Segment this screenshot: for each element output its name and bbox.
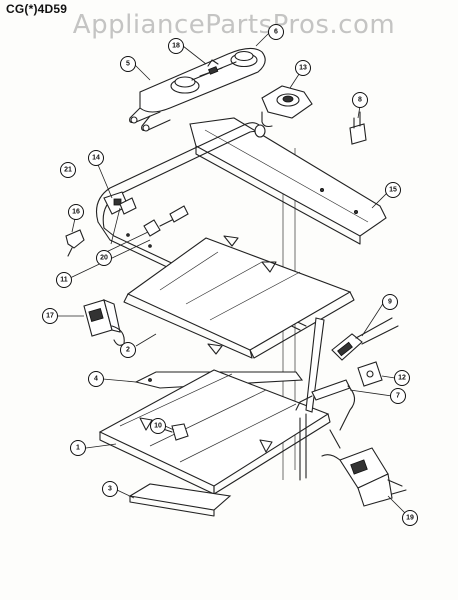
svg-text:18: 18 xyxy=(172,43,180,50)
svg-text:8: 8 xyxy=(358,97,362,104)
mounting-plate xyxy=(357,361,383,387)
screw-part xyxy=(159,423,189,441)
svg-text:15: 15 xyxy=(389,187,397,194)
manifold-valve xyxy=(103,191,137,215)
callout-1: 1 xyxy=(70,440,86,456)
upper-burner-pan xyxy=(123,235,355,359)
callout-21: 21 xyxy=(60,162,76,178)
callout-15: 15 xyxy=(385,182,401,198)
burner-tubes xyxy=(129,107,171,132)
callout-10: 10 xyxy=(150,418,166,434)
callout-14: 14 xyxy=(88,150,104,166)
svg-text:20: 20 xyxy=(100,255,108,262)
callout-19: 19 xyxy=(402,510,418,526)
electrical-box xyxy=(83,299,125,346)
svg-text:14: 14 xyxy=(92,155,100,162)
callout-2: 2 xyxy=(120,342,136,358)
svg-text:21: 21 xyxy=(64,167,72,174)
igniter xyxy=(295,379,356,431)
callout-18: 18 xyxy=(168,38,184,54)
burner-clip xyxy=(207,59,219,67)
callout-3: 3 xyxy=(102,481,118,497)
callout-16: 16 xyxy=(68,204,84,220)
bottom-bracket xyxy=(128,483,232,517)
svg-text:1: 1 xyxy=(76,445,80,452)
callout-13: 13 xyxy=(295,60,311,76)
svg-text:7: 7 xyxy=(396,393,400,400)
svg-text:19: 19 xyxy=(406,515,414,522)
watermark: AppliancePartsPros.com xyxy=(72,10,396,40)
callout-6: 6 xyxy=(268,24,284,40)
svg-text:10: 10 xyxy=(154,423,162,430)
clip-part xyxy=(65,229,85,257)
callout-11: 11 xyxy=(56,272,72,288)
lower-burner-pan xyxy=(98,369,331,495)
svg-text:17: 17 xyxy=(46,313,54,320)
callout-12: 12 xyxy=(394,370,410,386)
svg-text:3: 3 xyxy=(108,486,112,493)
leader-lines xyxy=(58,31,409,517)
svg-text:4: 4 xyxy=(94,376,98,383)
small-fitting xyxy=(143,205,189,237)
callout-17: 17 xyxy=(42,308,58,324)
gas-regulator xyxy=(321,429,407,507)
lower-tube xyxy=(299,413,307,481)
callout-8: 8 xyxy=(352,92,368,108)
burner-head xyxy=(261,85,313,128)
top-burner-assembly xyxy=(139,47,266,113)
svg-text:6: 6 xyxy=(274,29,278,36)
svg-text:13: 13 xyxy=(299,65,307,72)
callout-5: 5 xyxy=(120,56,136,72)
svg-text:9: 9 xyxy=(388,299,392,306)
burner-post xyxy=(305,317,325,413)
switch-part xyxy=(349,111,367,145)
wire-connector xyxy=(331,317,399,361)
svg-text:16: 16 xyxy=(72,209,80,216)
callout-9: 9 xyxy=(382,294,398,310)
model-code-label: CG(*)4D59 xyxy=(6,2,68,16)
burner-support-bracket xyxy=(189,117,387,245)
callout-7: 7 xyxy=(390,388,406,404)
svg-text:5: 5 xyxy=(126,61,130,68)
svg-text:11: 11 xyxy=(60,277,68,284)
callout-4: 4 xyxy=(88,371,104,387)
svg-text:12: 12 xyxy=(398,375,406,382)
svg-text:2: 2 xyxy=(126,347,130,354)
callout-20: 20 xyxy=(96,250,112,266)
